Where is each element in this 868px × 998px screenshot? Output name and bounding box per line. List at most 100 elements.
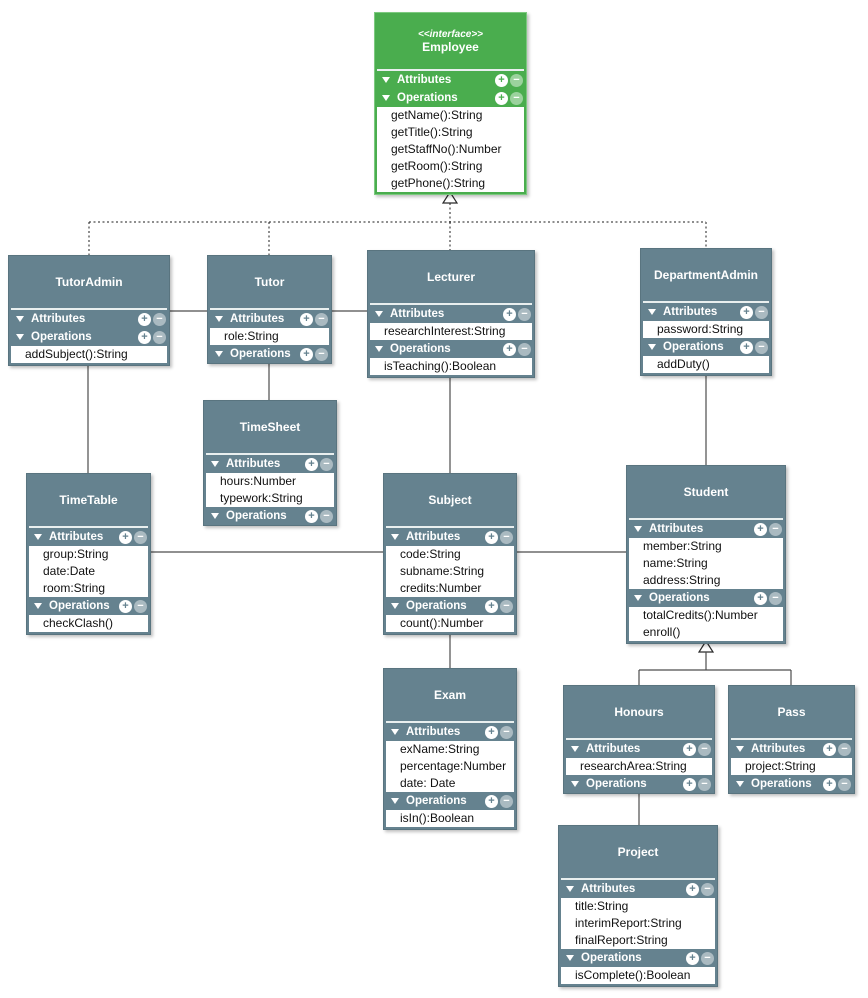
class-header[interactable]: Exam	[384, 669, 516, 721]
collapse-icon[interactable]	[391, 798, 399, 804]
add-attribute-button[interactable]: +	[485, 725, 498, 739]
operation-item[interactable]: enroll()	[629, 624, 783, 641]
collapse-icon[interactable]	[16, 316, 24, 322]
class-header[interactable]: TimeSheet	[204, 401, 336, 453]
add-operation-button[interactable]: +	[138, 330, 151, 344]
attribute-item[interactable]: subname:String	[386, 563, 514, 580]
attribute-item[interactable]: project:String	[731, 758, 852, 775]
add-attribute-button[interactable]: +	[138, 312, 151, 326]
operations-section-toggle[interactable]: Operations+−	[9, 328, 169, 346]
add-attribute-button[interactable]: +	[740, 305, 753, 319]
class-header[interactable]: Honours	[564, 686, 714, 738]
collapse-icon[interactable]	[211, 513, 219, 519]
add-attribute-button[interactable]: +	[300, 312, 313, 326]
operation-item[interactable]: isIn():Boolean	[386, 810, 514, 827]
collapse-icon[interactable]	[566, 955, 574, 961]
operation-item[interactable]: getTitle():String	[377, 124, 524, 141]
add-attribute-button[interactable]: +	[485, 530, 498, 544]
class-header[interactable]: Lecturer	[368, 251, 534, 303]
operation-item[interactable]: isTeaching():Boolean	[370, 358, 532, 375]
remove-operation-button[interactable]: −	[320, 509, 333, 523]
collapse-icon[interactable]	[34, 603, 42, 609]
collapse-icon[interactable]	[382, 77, 390, 83]
attribute-item[interactable]: group:String	[29, 546, 148, 563]
class-header[interactable]: Pass	[729, 686, 854, 738]
remove-attribute-button[interactable]: −	[698, 742, 711, 756]
add-operation-button[interactable]: +	[485, 794, 498, 808]
attribute-item[interactable]: member:String	[629, 538, 783, 555]
collapse-icon[interactable]	[391, 534, 399, 540]
class-header[interactable]: TutorAdmin	[9, 256, 169, 308]
collapse-icon[interactable]	[634, 595, 642, 601]
add-attribute-button[interactable]: +	[119, 530, 132, 544]
operation-item[interactable]: checkClash()	[29, 615, 148, 632]
add-operation-button[interactable]: +	[823, 777, 836, 791]
collapse-icon[interactable]	[215, 316, 223, 322]
operations-section-toggle[interactable]: Operations+−	[368, 340, 534, 358]
operation-item[interactable]: addDuty()	[643, 356, 769, 373]
remove-operation-button[interactable]: −	[518, 342, 531, 356]
operation-item[interactable]: getPhone():String	[377, 175, 524, 192]
attributes-section-toggle[interactable]: Attributes+−	[9, 310, 169, 328]
operation-item[interactable]: count():Number	[386, 615, 514, 632]
collapse-icon[interactable]	[215, 351, 223, 357]
add-operation-button[interactable]: +	[305, 509, 318, 523]
add-attribute-button[interactable]: +	[754, 522, 767, 536]
attribute-item[interactable]: interimReport:String	[561, 915, 715, 932]
attribute-item[interactable]: role:String	[210, 328, 329, 345]
remove-attribute-button[interactable]: −	[510, 73, 523, 87]
remove-operation-button[interactable]: −	[315, 347, 328, 361]
remove-attribute-button[interactable]: −	[838, 742, 851, 756]
attributes-section-toggle[interactable]: Attributes+−	[27, 528, 150, 546]
class-header[interactable]: TimeTable	[27, 474, 150, 526]
collapse-icon[interactable]	[736, 781, 744, 787]
attribute-item[interactable]: researchArea:String	[566, 758, 712, 775]
operations-section-toggle[interactable]: Operations+−	[559, 949, 717, 967]
attributes-section-toggle[interactable]: Attributes+−	[375, 71, 526, 89]
operations-section-toggle[interactable]: Operations+−	[564, 775, 714, 793]
attributes-section-toggle[interactable]: Attributes+−	[204, 455, 336, 473]
attributes-section-toggle[interactable]: Attributes+−	[559, 880, 717, 898]
operation-item[interactable]: getStaffNo():Number	[377, 141, 524, 158]
collapse-icon[interactable]	[566, 886, 574, 892]
operations-section-toggle[interactable]: Operations+−	[208, 345, 331, 363]
remove-attribute-button[interactable]: −	[701, 882, 714, 896]
remove-attribute-button[interactable]: −	[769, 522, 782, 536]
operations-section-toggle[interactable]: Operations+−	[375, 89, 526, 107]
collapse-icon[interactable]	[375, 346, 383, 352]
attribute-item[interactable]: hours:Number	[206, 473, 334, 490]
add-attribute-button[interactable]: +	[823, 742, 836, 756]
attributes-section-toggle[interactable]: Attributes+−	[384, 528, 516, 546]
remove-attribute-button[interactable]: −	[315, 312, 328, 326]
remove-operation-button[interactable]: −	[755, 340, 768, 354]
attributes-section-toggle[interactable]: Attributes+−	[368, 305, 534, 323]
collapse-icon[interactable]	[34, 534, 42, 540]
attribute-item[interactable]: address:String	[629, 572, 783, 589]
operations-section-toggle[interactable]: Operations+−	[627, 589, 785, 607]
operation-item[interactable]: getRoom():String	[377, 158, 524, 175]
collapse-icon[interactable]	[375, 311, 383, 317]
remove-operation-button[interactable]: −	[701, 951, 714, 965]
class-header[interactable]: Tutor	[208, 256, 331, 308]
collapse-icon[interactable]	[571, 781, 579, 787]
class-header[interactable]: Subject	[384, 474, 516, 526]
remove-operation-button[interactable]: −	[500, 599, 513, 613]
remove-operation-button[interactable]: −	[134, 599, 147, 613]
remove-attribute-button[interactable]: −	[153, 312, 166, 326]
add-operation-button[interactable]: +	[485, 599, 498, 613]
collapse-icon[interactable]	[571, 746, 579, 752]
add-attribute-button[interactable]: +	[683, 742, 696, 756]
attribute-item[interactable]: percentage:Number	[386, 758, 514, 775]
add-attribute-button[interactable]: +	[686, 882, 699, 896]
attribute-item[interactable]: title:String	[561, 898, 715, 915]
class-header[interactable]: <<interface>>Employee	[375, 13, 526, 69]
remove-attribute-button[interactable]: −	[755, 305, 768, 319]
class-header[interactable]: Student	[627, 466, 785, 518]
